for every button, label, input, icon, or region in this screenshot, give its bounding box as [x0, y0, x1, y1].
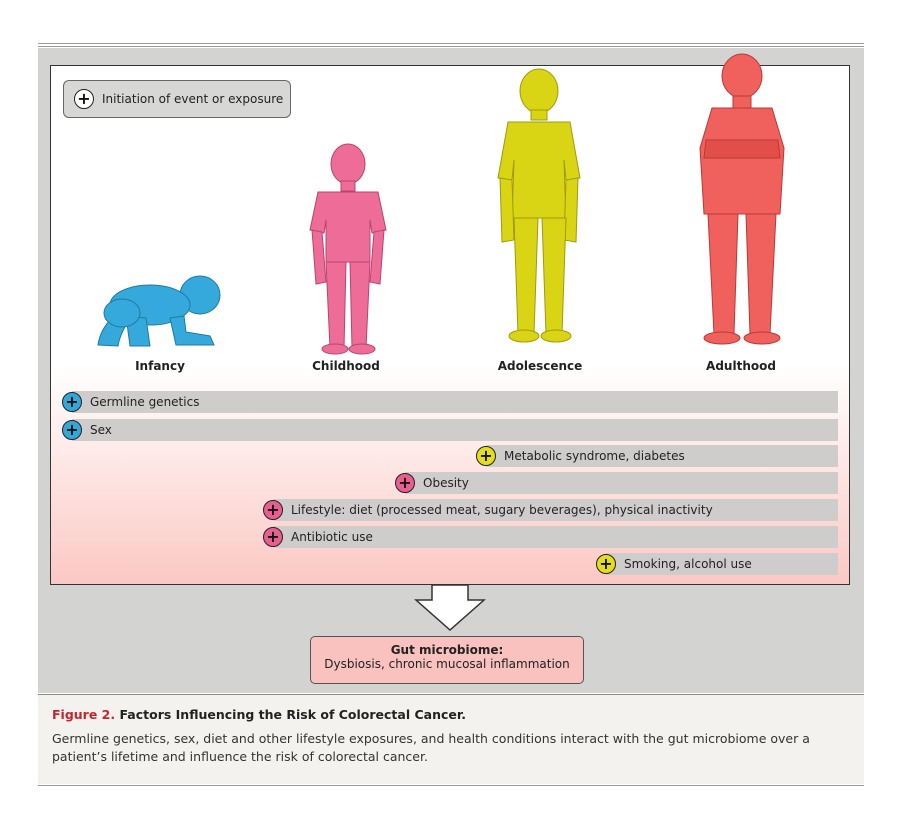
stage-label-adulthood: Adulthood [706, 359, 776, 373]
plus-icon: + [263, 500, 283, 520]
caption-title-line: Figure 2. Factors Influencing the Risk o… [52, 707, 850, 722]
plus-icon: + [62, 392, 82, 412]
infant-figure [97, 275, 221, 347]
top-rule-inner [38, 46, 864, 47]
outcome-text: Dysbiosis, chronic mucosal inflammation [324, 657, 570, 671]
factor-label: Antibiotic use [291, 530, 373, 544]
down-arrow [414, 584, 486, 632]
outcome-title: Gut microbiome: [390, 643, 504, 657]
plus-icon: + [476, 446, 496, 466]
legend-box: + Initiation of event or exposure [63, 80, 291, 118]
legend-label: Initiation of event or exposure [102, 92, 284, 106]
factor-bar-sex: + Sex [62, 419, 838, 441]
stage-label-infancy: Infancy [135, 359, 185, 373]
figure-caption: Figure 2. Factors Influencing the Risk o… [38, 694, 864, 784]
figure-number: Figure 2. [52, 707, 116, 722]
factor-label: Lifestyle: diet (processed meat, sugary … [291, 503, 713, 517]
factor-label: Metabolic syndrome, diabetes [504, 449, 685, 463]
plus-icon: + [74, 89, 94, 109]
top-rule [38, 43, 864, 44]
factor-bar-obesity: + Obesity [395, 472, 838, 494]
factor-bar-lifestyle: + Lifestyle: diet (processed meat, sugar… [263, 499, 838, 521]
factor-label: Obesity [423, 476, 469, 490]
caption-title: Factors Influencing the Risk of Colorect… [119, 707, 466, 722]
factor-bar-germline-genetics: + Germline genetics [62, 391, 838, 413]
caption-body: Germline genetics, sex, diet and other l… [52, 731, 810, 764]
factor-bar-metabolic-syndrome: + Metabolic syndrome, diabetes [476, 445, 838, 467]
gut-microbiome-box: Gut microbiome: Dysbiosis, chronic mucos… [310, 636, 584, 684]
plus-icon: + [596, 554, 616, 574]
plus-icon: + [62, 420, 82, 440]
factor-bar-antibiotic-use: + Antibiotic use [263, 526, 838, 548]
plus-icon: + [395, 473, 415, 493]
bottom-rule [38, 785, 864, 786]
factor-label: Smoking, alcohol use [624, 557, 752, 571]
plus-icon: + [263, 527, 283, 547]
factor-label: Germline genetics [90, 395, 200, 409]
stage-label-childhood: Childhood [312, 359, 380, 373]
factor-label: Sex [90, 423, 112, 437]
child-figure [309, 143, 387, 355]
adult-figure [699, 53, 785, 345]
factor-bar-smoking-alcohol: + Smoking, alcohol use [596, 553, 838, 575]
adolescent-figure [497, 68, 581, 343]
stage-label-adolescence: Adolescence [497, 359, 583, 373]
